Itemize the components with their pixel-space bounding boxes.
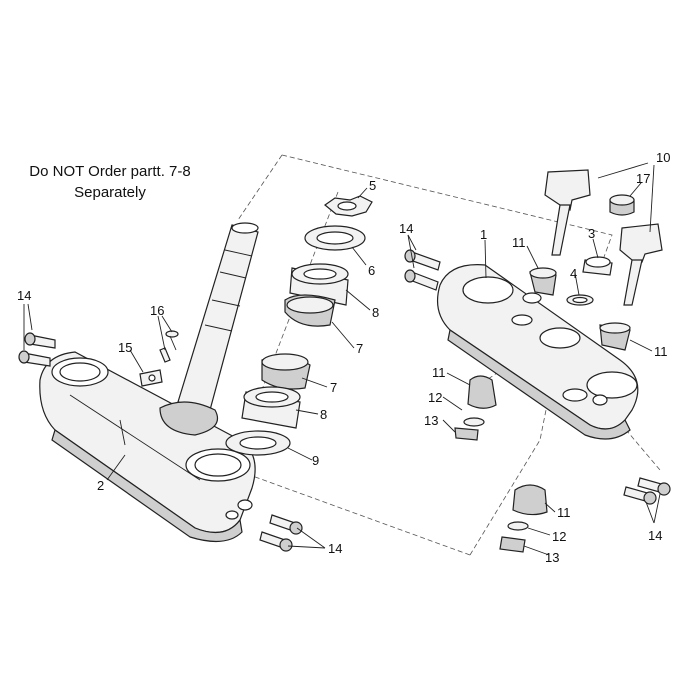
callout-7-b: 7 <box>330 380 337 395</box>
callout-12-a: 12 <box>428 390 442 405</box>
callout-6: 6 <box>368 263 375 278</box>
callout-9: 9 <box>312 453 319 468</box>
callout-11-b: 11 <box>654 344 668 359</box>
note-line-1: Do NOT Order partt. 7-8 <box>29 163 191 180</box>
callout-2: 2 <box>97 478 104 493</box>
callout-1: 1 <box>480 227 487 242</box>
callout-10: 10 <box>656 150 670 165</box>
callout-8-a: 8 <box>372 305 379 320</box>
callout-11-d: 11 <box>557 505 571 520</box>
callout-13-a: 13 <box>424 413 438 428</box>
callout-8-b: 8 <box>320 407 327 422</box>
callout-11-a: 11 <box>512 235 526 250</box>
callout-16: 16 <box>150 303 164 318</box>
small-components <box>454 194 635 553</box>
callout-5: 5 <box>369 178 376 193</box>
callout-12-b: 12 <box>552 529 566 544</box>
callout-14-lower: 14 <box>328 541 342 556</box>
lower-triple-clamp <box>39 351 256 543</box>
steering-stem <box>159 222 259 436</box>
callout-15: 15 <box>118 340 132 355</box>
callout-14-left: 14 <box>17 288 31 303</box>
callout-3: 3 <box>588 226 595 241</box>
bolts-upper-clamp <box>404 249 441 291</box>
leader-lines <box>23 162 661 556</box>
callout-14-right: 14 <box>648 528 662 543</box>
note-line-2: Separately <box>74 184 146 201</box>
callout-11-c: 11 <box>432 365 446 380</box>
bolts-lower-middle <box>259 514 303 552</box>
callout-14-upper: 14 <box>399 221 413 236</box>
bolts-left <box>18 332 56 367</box>
callouts: 10 17 3 4 11 11 1 14 11 12 13 11 12 13 1… <box>17 150 670 565</box>
callout-7-a: 7 <box>356 341 363 356</box>
callout-4: 4 <box>570 266 577 281</box>
clip-and-screw <box>139 330 179 387</box>
callout-17: 17 <box>636 171 650 186</box>
bolts-right <box>623 477 671 505</box>
preload-adjusters <box>544 169 663 306</box>
callout-13-b: 13 <box>545 550 559 565</box>
upper-triple-clamp <box>437 264 639 440</box>
bearing-stack <box>225 195 373 456</box>
